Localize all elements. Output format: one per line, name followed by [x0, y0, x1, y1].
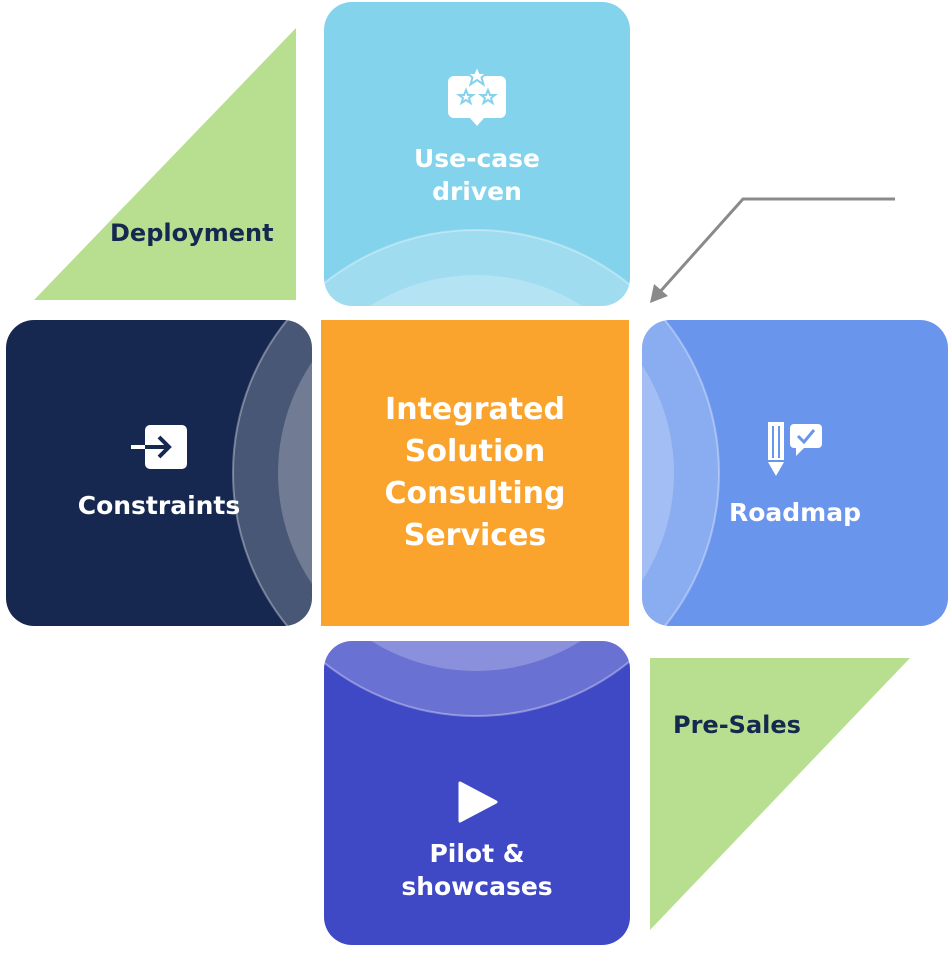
- deployment-triangle: [34, 28, 296, 300]
- enter-icon: [131, 424, 187, 469]
- pencil-chat-icon: [768, 421, 822, 476]
- constraints-tile: Constraints: [6, 320, 312, 626]
- roadmap-label: Roadmap: [728, 497, 861, 527]
- constraints-label: Constraints: [77, 490, 241, 520]
- pilot-showcases-tile: Pilot & showcases: [324, 641, 630, 945]
- star-rating-icon: [448, 66, 506, 126]
- play-icon: [458, 781, 498, 823]
- center-box: Integrated Solution Consulting Services: [321, 320, 629, 626]
- roadmap-tile: Roadmap: [642, 320, 948, 626]
- use-case-driven-label: Use-case driven: [413, 144, 541, 206]
- deployment-label: Deployment: [110, 219, 274, 247]
- use-case-driven-tile: Use-case driven: [324, 2, 630, 306]
- presales-triangle: [650, 658, 910, 930]
- center-title: Integrated Solution Consulting Services: [384, 392, 566, 553]
- presales-label: Pre-Sales: [673, 711, 801, 739]
- pilot-showcases-label: Pilot & showcases: [401, 839, 553, 901]
